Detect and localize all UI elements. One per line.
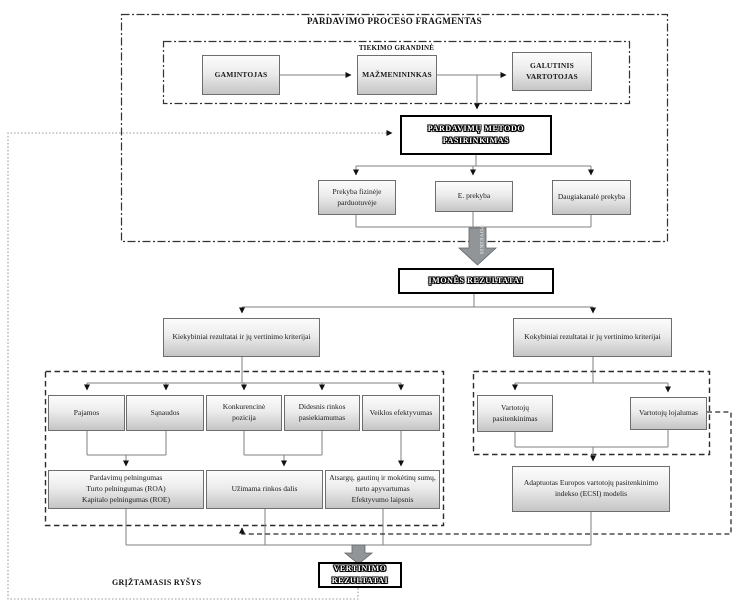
metric-line: Turto pelningumas (ROA) [86,484,166,494]
quantitative-region-frame [44,370,445,527]
method-selection-label: PARDAVIMŲ METODO PASIRINKIMAS [427,124,525,145]
node-metric-profitability: Pardavimų pelningumas Turto pelningumas … [48,470,204,509]
evaluation-results-label: VERTINIMO REZULTATAI [331,564,389,585]
evaluation-arrow-shape [343,544,374,565]
node-criterion-efektyvumas: Veiklos efektyvumas [362,395,440,431]
node-end-consumer: GALUTINIS VARTOTOJAS [512,52,592,91]
metric-line: Efektyvumo laipsnis [351,494,414,504]
metric-line: Pardavimų pelningumas [89,473,163,483]
impact-arrow: POVEIKIS [457,225,498,266]
feedback-label: GRĮŽTAMASIS RYŠYS [112,578,202,587]
impact-arrow-shape [457,227,498,266]
dotted-feedback-loop [7,130,393,600]
node-consumer-loyalty: Vartotojų lojalumas [630,397,707,430]
node-evaluation-results: VERTINIMO REZULTATAI [318,562,402,588]
node-consumer-satisfaction: Vartotojų pasitenkinimas [477,395,553,432]
impact-arrow-label: POVEIKIS [478,225,484,254]
node-producer: GAMINTOJAS [202,55,280,95]
node-channel-multichannel: Daugiakanalė prekyba [552,180,631,215]
metric-line: Atsargų, gautinų ir mokėtinų sumų, turto… [329,473,436,494]
supply-chain-label: TIEKIMO GRANDINĖ [358,44,435,52]
node-criterion-pozicija: Konkurencinė pozicija [206,395,282,431]
node-channel-ecommerce: E. prekyba [435,181,513,212]
node-metric-market-share: Užimama rinkos dalis [206,470,323,509]
node-criterion-pasiekiamumas: Didesnis rinkos pasiekiamumas [284,395,360,431]
metric-line: Kapitalo pelningumas (ROE) [82,494,170,504]
qualitative-region-frame [472,370,711,456]
node-company-results: ĮMONĖS REZULTATAI [398,268,554,294]
node-ecsi-model: Adaptuotas Europos vartotojų pasitenkini… [512,466,670,512]
node-method-selection: PARDAVIMŲ METODO PASIRINKIMAS [400,115,552,155]
node-metric-turnover: Atsargų, gautinų ir mokėtinų sumų, turto… [325,470,440,509]
diagram-title: PARDAVIMO PROCESO FRAGMENTAS [307,16,482,26]
node-quantitative-branch: Kiekybiniai rezultatai ir jų vertinimo k… [163,318,320,357]
process-fragment-frame [120,13,669,243]
company-results-label: ĮMONĖS REZULTATAI [428,276,524,285]
solid-connectors [84,72,671,546]
supply-chain-frame [162,40,631,105]
node-criterion-pajamos: Pajamos [48,395,125,431]
node-retailer: MAŽMENININKAS [357,55,437,95]
node-criterion-sanaudos: Sąnaudos [126,395,204,431]
node-channel-physical: Prekyba fizinėje parduotuvėje [318,180,396,215]
node-qualitative-branch: Kokybiniai rezultatai ir jų vertinimo kr… [513,318,672,357]
